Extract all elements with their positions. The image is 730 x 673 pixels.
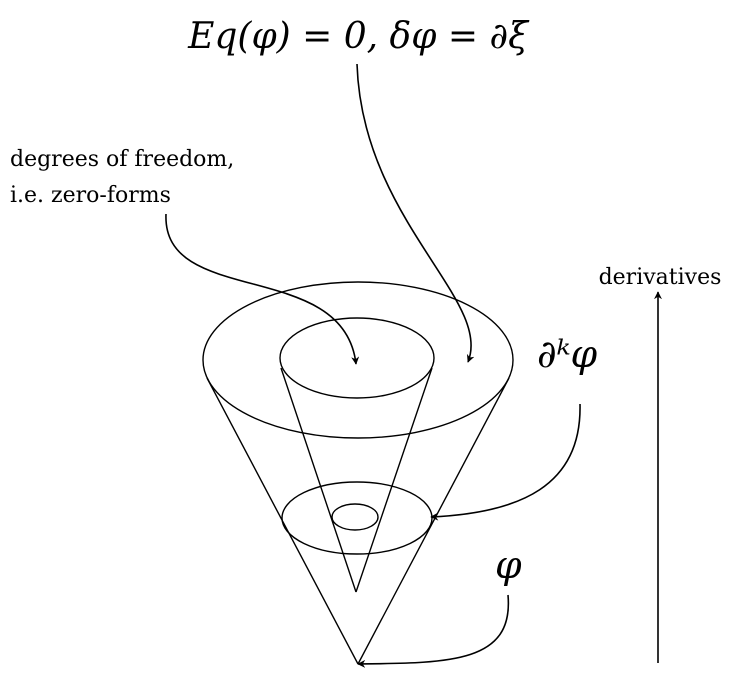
outer-cone-right-edge — [357, 377, 510, 665]
dof-label-line1: degrees of freedom, — [10, 147, 234, 172]
dof-label-line2: i.e. zero-forms — [10, 183, 171, 208]
equation-arrow — [356, 63, 475, 363]
derivative-field-arrow — [430, 403, 581, 521]
equation-label: Eq(φ) = 0, δφ = ∂ξ — [187, 16, 530, 57]
derivative-field-label: ∂ᵏφ — [537, 332, 598, 376]
dof-arrow — [165, 213, 360, 365]
small-inner-ellipse — [331, 503, 379, 531]
inner-cone-right-edge — [355, 367, 433, 593]
inner-cone-rim — [279, 317, 435, 399]
derivatives-label: derivatives — [599, 265, 722, 290]
outer-cone-rim — [202, 281, 514, 439]
inner-cone-left-edge — [280, 367, 357, 593]
cross-section-ellipse — [281, 481, 433, 555]
field-label: φ — [495, 543, 522, 587]
field-arrow — [357, 594, 510, 668]
